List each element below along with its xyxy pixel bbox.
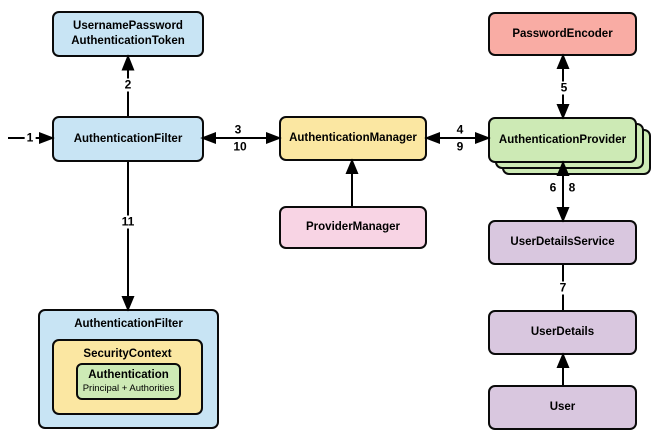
arrow-label-5: 5 [558,80,570,95]
node-password-encoder: PasswordEncoder [488,12,637,56]
arrow-label-1: 1 [24,130,36,145]
node-sublabel: Principal + Authorities [82,383,175,394]
arrow-label-9: 9 [454,139,466,154]
arrowhead-right-icon [475,132,491,144]
arrow-step-11 [121,162,135,312]
node-label: UserDetails [530,326,595,338]
node-authentication-manager: AuthenticationManager [279,116,427,161]
arrow-label-4: 4 [454,122,466,137]
arrowhead-down-icon [556,207,570,223]
node-authentication-filter: AuthenticationFilter [52,116,204,162]
arrowhead-down-icon [556,104,570,120]
arrow-label-3: 3 [232,122,244,137]
node-label: UsernamePassword AuthenticationToken [71,20,185,47]
arrow-label-10: 10 [231,139,249,154]
node-username-password-authentication-token: UsernamePassword AuthenticationToken [52,11,204,57]
node-label: AuthenticationFilter [73,132,183,145]
arrow-providermanager-to-manager [345,158,359,206]
node-label: Authentication [88,369,169,381]
node-user-details: UserDetails [488,310,637,355]
arrow-user-to-userdetails [556,352,570,385]
node-label: AuthenticationManager [289,132,417,144]
node-label: User [549,401,576,413]
arrow-label-11: 11 [119,214,137,229]
node-label: ProviderManager [306,221,400,233]
node-label: AuthenticationProvider [498,133,627,146]
node-authentication: Authentication Principal + Authorities [76,363,181,400]
arrowhead-up-icon [345,158,359,174]
arrowhead-right-icon [266,132,282,144]
arrowhead-up-icon [556,53,570,69]
node-label: AuthenticationFilter [74,318,183,330]
arrow-label-6: 6 [547,180,559,195]
arrowhead-up-icon [121,54,135,71]
node-label: UserDetailsService [510,236,615,248]
node-label: SecurityContext [83,348,172,360]
arrowhead-right-icon [39,132,55,144]
arrowhead-left-icon [424,132,440,144]
node-user-details-service: UserDetailsService [488,220,637,265]
node-label: PasswordEncoder [512,27,613,40]
node-provider-manager: ProviderManager [279,206,427,249]
node-authentication-provider: AuthenticationProvider [488,117,637,163]
arrowhead-up-icon [556,352,570,368]
arrow-label-7: 7 [557,280,569,295]
arrowhead-left-icon [200,132,216,144]
arrow-label-8: 8 [566,180,578,195]
node-user: User [488,385,637,430]
arrowhead-down-icon [121,296,135,312]
arrow-label-2: 2 [122,77,134,92]
